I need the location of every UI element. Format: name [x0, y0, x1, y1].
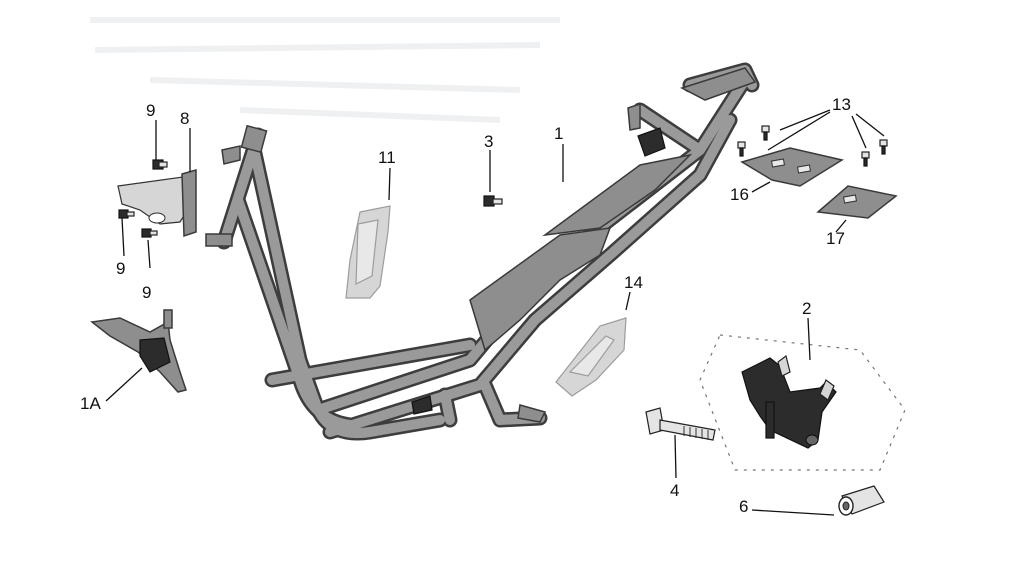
callout-9-top: 9: [146, 101, 155, 120]
bolt-9-right: [141, 228, 158, 238]
callout-13: 13: [832, 95, 851, 114]
part-2-engine-hanger: [699, 334, 906, 471]
callout-9-right: 9: [142, 283, 151, 302]
callout-1: 1: [554, 124, 563, 143]
callout-11: 11: [378, 148, 396, 167]
leader-lines: [105, 109, 885, 516]
main-frame: [205, 62, 760, 441]
callout-17: 17: [826, 229, 845, 248]
part-1a-bracket: [90, 309, 187, 393]
part-13-bolts: [737, 125, 888, 167]
part-8-mount-bracket: [117, 169, 197, 238]
part-14-guard: [555, 317, 627, 397]
callout-14: 14: [624, 273, 643, 292]
bolt-9-top: [152, 159, 168, 170]
callout-6: 6: [739, 497, 748, 516]
part-3-bolt: [483, 195, 503, 207]
callout-9-left: 9: [116, 259, 125, 278]
part-11-guard: [345, 205, 391, 299]
bolt-9-left: [118, 209, 135, 219]
part-16-plate: [740, 147, 844, 187]
part-6-bushing: [838, 485, 885, 516]
callout-8: 8: [180, 109, 189, 128]
callout-3: 3: [484, 132, 493, 151]
callout-16: 16: [730, 185, 749, 204]
part-4-bolt: [645, 407, 716, 441]
part-17-plate: [816, 185, 898, 219]
callouts: 1 1A 2 3 4 6 8 9 9 9 11 13 14 16 17: [80, 95, 851, 516]
callout-2: 2: [802, 299, 811, 318]
background-watermark: [90, 17, 560, 123]
callout-4: 4: [670, 481, 679, 500]
callout-1a: 1A: [80, 394, 101, 413]
